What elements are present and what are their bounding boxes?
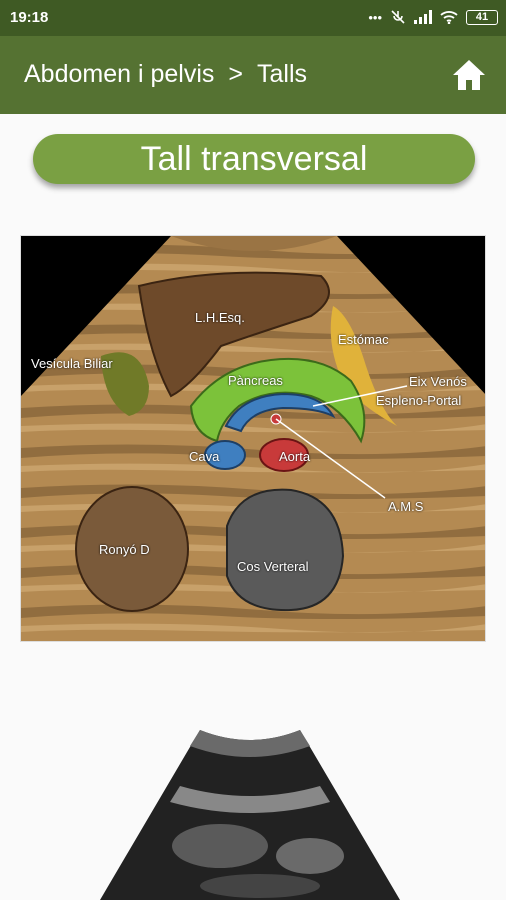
wifi-icon bbox=[440, 11, 458, 24]
battery-icon: 41 bbox=[466, 9, 498, 25]
label-pancreas: Pàncreas bbox=[228, 373, 283, 388]
breadcrumb-section[interactable]: Abdomen i pelvis bbox=[24, 60, 215, 88]
home-icon[interactable] bbox=[450, 56, 488, 94]
label-eix-venos: Eix Venós bbox=[409, 374, 467, 389]
label-aorta: Aorta bbox=[279, 449, 311, 464]
mute-icon bbox=[391, 10, 405, 24]
status-bar: 19:18 ••• 41 bbox=[0, 0, 506, 36]
more-dots-icon: ••• bbox=[368, 9, 382, 25]
breadcrumb-separator: > bbox=[228, 60, 243, 88]
label-estomac: Estómac bbox=[338, 332, 389, 347]
content-area: Tall transversal L. bbox=[0, 114, 506, 900]
label-ronyo: Ronyó D bbox=[99, 542, 150, 557]
label-cava: Cava bbox=[189, 449, 220, 464]
ultrasound-image bbox=[100, 730, 400, 900]
label-ams: A.M.S bbox=[388, 499, 424, 514]
signal-icon bbox=[414, 10, 432, 24]
label-espleno-portal: Espleno-Portal bbox=[376, 393, 462, 408]
breadcrumb-current: Talls bbox=[257, 60, 308, 88]
label-cos-verteral: Cos Verteral bbox=[237, 559, 309, 574]
breadcrumb: Abdomen i pelvis > Talls bbox=[24, 60, 307, 89]
status-time: 19:18 bbox=[10, 9, 49, 26]
label-lh-esq: L.H.Esq. bbox=[195, 310, 245, 325]
label-vesicula: Vesícula Biliar bbox=[31, 356, 113, 371]
app-bar: Abdomen i pelvis > Talls bbox=[0, 36, 506, 114]
battery-level: 41 bbox=[475, 11, 489, 23]
section-title-button[interactable]: Tall transversal bbox=[33, 134, 475, 184]
transverse-section-diagram: L.H.Esq. Estómac Vesícula Biliar Pàncrea… bbox=[20, 235, 486, 642]
status-icons: ••• 41 bbox=[368, 9, 498, 25]
diagram-illustration bbox=[21, 236, 485, 641]
